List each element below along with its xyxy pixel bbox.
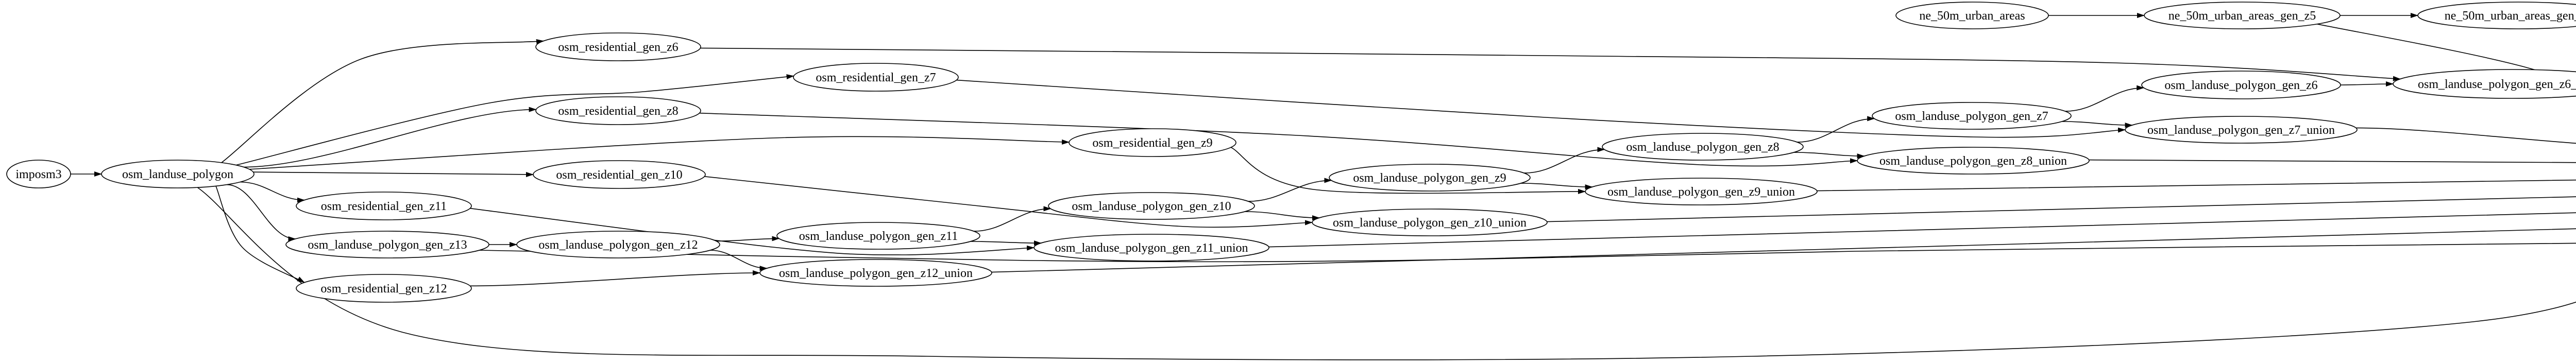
node-label: osm_landuse_polygon_gen_z6_union bbox=[2418, 78, 2576, 91]
edge-osm-landuse-polygon-gen-z11-to-osm-landuse-polygon-gen-z11-union bbox=[971, 241, 1041, 243]
node-label: imposm3 bbox=[15, 168, 61, 181]
edge-osm-landuse-polygon-to-osm-landuse-polygon-gen-z13 bbox=[227, 185, 295, 239]
node-label: ne_50m_urban_areas_gen_z5 bbox=[2168, 9, 2316, 23]
node-osm-landuse-polygon-gen-z11-union: osm_landuse_polygon_gen_z11_union bbox=[1034, 234, 1269, 261]
node-osm-landuse-polygon-gen-z13: osm_landuse_polygon_gen_z13 bbox=[286, 231, 489, 258]
edge-osm-landuse-polygon-gen-z9-union-to-z9 bbox=[1817, 179, 2576, 190]
edge-osm-landuse-polygon-gen-z11-to-osm-landuse-polygon-gen-z10 bbox=[974, 209, 1050, 231]
edge-osm-landuse-polygon-gen-z12-to-osm-landuse-polygon-gen-z11 bbox=[716, 238, 779, 241]
node-osm-residential-gen-z10: osm_residential_gen_z10 bbox=[533, 161, 705, 188]
node-label: osm_landuse_polygon_gen_z11_union bbox=[1055, 241, 1248, 255]
node-osm-residential-gen-z7: osm_residential_gen_z7 bbox=[793, 63, 958, 91]
node-label: ne_50m_urban_areas_gen_z4 bbox=[2445, 9, 2576, 23]
node-label: osm_landuse_polygon_gen_z12 bbox=[538, 238, 698, 252]
edge-osm-landuse-polygon-gen-z10-to-osm-landuse-polygon-gen-z9 bbox=[1248, 180, 1331, 201]
node-label: osm_residential_gen_z6 bbox=[558, 41, 678, 54]
edge-osm-landuse-polygon-to-osm-residential-gen-z8 bbox=[244, 110, 536, 167]
node-osm-landuse-polygon-gen-z7: osm_landuse_polygon_gen_z7 bbox=[1872, 102, 2071, 129]
node-ne-50m-urban-areas-gen-z5: ne_50m_urban_areas_gen_z5 bbox=[2144, 2, 2340, 29]
edge-osm-residential-gen-z12-to-osm-landuse-polygon-gen-z12-union bbox=[470, 273, 760, 286]
node-ne-50m-urban-areas: ne_50m_urban_areas bbox=[1896, 2, 2048, 29]
node-label: osm_residential_gen_z10 bbox=[556, 168, 682, 182]
node-osm-residential-gen-z12: osm_residential_gen_z12 bbox=[296, 274, 471, 302]
edge-osm-landuse-polygon-gen-z10-to-osm-landuse-polygon-gen-z10-union bbox=[1245, 212, 1319, 218]
edges-layer bbox=[71, 15, 2576, 360]
node-ne-50m-urban-areas-gen-z4: ne_50m_urban_areas_gen_z4 bbox=[2418, 2, 2576, 29]
edge-osm-landuse-polygon-gen-z6-to-osm-landuse-polygon-gen-z6-union bbox=[2341, 84, 2393, 85]
node-osm-landuse-polygon-gen-z10: osm_landuse_polygon_gen_z10 bbox=[1048, 193, 1255, 219]
node-osm-landuse-polygon-gen-z12-union: osm_landuse_polygon_gen_z12_union bbox=[760, 259, 992, 286]
node-osm-landuse-polygon-gen-z10-union: osm_landuse_polygon_gen_z10_union bbox=[1312, 209, 1547, 236]
node-osm-landuse-polygon-gen-z9-union: osm_landuse_polygon_gen_z9_union bbox=[1585, 178, 1817, 205]
node-osm-landuse-polygon-gen-z12: osm_landuse_polygon_gen_z12 bbox=[517, 231, 720, 258]
edge-osm-landuse-polygon-to-osm-residential-gen-z10 bbox=[253, 172, 533, 175]
node-label: osm_landuse_polygon_gen_z12_union bbox=[779, 267, 973, 280]
node-osm-landuse-polygon-gen-z7-union: osm_landuse_polygon_gen_z7_union bbox=[2125, 116, 2357, 143]
edge-osm-landuse-polygon-gen-z13-to-z13 bbox=[480, 242, 2576, 262]
node-osm-landuse-polygon-gen-z6-union: osm_landuse_polygon_gen_z6_union bbox=[2393, 70, 2576, 98]
node-imposm3: imposm3 bbox=[7, 160, 71, 188]
edge-osm-landuse-polygon-gen-z8-to-osm-landuse-polygon-gen-z8-union bbox=[1794, 152, 1865, 156]
node-label: osm_landuse_polygon_gen_z10 bbox=[1072, 200, 1231, 213]
node-label: osm_residential_gen_z12 bbox=[320, 282, 447, 296]
node-label: osm_landuse_polygon_gen_z9_union bbox=[1607, 185, 1795, 199]
node-label: osm_landuse_polygon_gen_z13 bbox=[308, 238, 467, 252]
node-label: osm_residential_gen_z9 bbox=[1092, 136, 1212, 150]
node-osm-landuse-polygon-gen-z11: osm_landuse_polygon_gen_z11 bbox=[777, 222, 980, 249]
node-label: osm_residential_gen_z11 bbox=[321, 200, 447, 213]
edge-osm-landuse-polygon-gen-z7-to-osm-landuse-polygon-gen-z6 bbox=[2065, 88, 2144, 112]
edge-osm-landuse-polygon-gen-z9-to-osm-landuse-polygon-gen-z9-union bbox=[1521, 183, 1592, 187]
node-label: osm_landuse_polygon_gen_z7_union bbox=[2147, 124, 2335, 137]
edge-osm-landuse-polygon-gen-z8-union-to-z8 bbox=[2089, 160, 2576, 163]
edge-osm-landuse-polygon-gen-z8-to-osm-landuse-polygon-gen-z7 bbox=[1797, 118, 1874, 142]
node-osm-residential-gen-z6: osm_residential_gen_z6 bbox=[536, 33, 701, 61]
node-label: osm_landuse_polygon_gen_z8_union bbox=[1879, 154, 2067, 168]
node-osm-residential-gen-z8: osm_residential_gen_z8 bbox=[536, 97, 701, 125]
node-label: osm_landuse_polygon_gen_z10_union bbox=[1333, 216, 1527, 230]
node-label: osm_landuse_polygon_gen_z9 bbox=[1353, 171, 1506, 185]
node-label: osm_landuse_polygon_gen_z8 bbox=[1626, 141, 1779, 154]
node-label: osm_landuse_polygon_gen_z6 bbox=[2164, 79, 2317, 92]
node-osm-residential-gen-z11: osm_residential_gen_z11 bbox=[296, 192, 471, 220]
edge-osm-landuse-polygon-to-osm-residential-gen-z12 bbox=[216, 186, 304, 282]
node-label: ne_50m_urban_areas bbox=[1919, 9, 2025, 23]
node-osm-landuse-polygon-gen-z8: osm_landuse_polygon_gen_z8 bbox=[1602, 133, 1803, 160]
edge-osm-landuse-polygon-gen-z7-union-to-z7 bbox=[2356, 128, 2576, 147]
nodes-layer: imposm3 osm_landuse_polygon osm_residentia… bbox=[7, 2, 2576, 302]
edge-osm-landuse-polygon-gen-z7-to-osm-landuse-polygon-gen-z7-union bbox=[2062, 122, 2132, 125]
node-osm-landuse-polygon-gen-z9: osm_landuse_polygon_gen_z9 bbox=[1329, 164, 1530, 191]
node-label: osm_landuse_polygon_gen_z7 bbox=[1895, 110, 2048, 123]
node-osm-landuse-polygon: osm_landuse_polygon bbox=[101, 160, 254, 188]
node-osm-residential-gen-z9: osm_residential_gen_z9 bbox=[1069, 129, 1236, 157]
node-osm-landuse-polygon-gen-z8-union: osm_landuse_polygon_gen_z8_union bbox=[1857, 147, 2089, 174]
node-label: osm_residential_gen_z8 bbox=[558, 105, 678, 118]
edge-osm-landuse-polygon-gen-z12-to-osm-landuse-polygon-gen-z12-union bbox=[710, 250, 767, 268]
node-osm-landuse-polygon-gen-z6: osm_landuse_polygon_gen_z6 bbox=[2142, 71, 2341, 99]
node-label: osm_landuse_polygon bbox=[122, 168, 233, 181]
node-label: osm_landuse_polygon_gen_z11 bbox=[799, 230, 958, 243]
node-label: osm_residential_gen_z7 bbox=[816, 71, 936, 84]
